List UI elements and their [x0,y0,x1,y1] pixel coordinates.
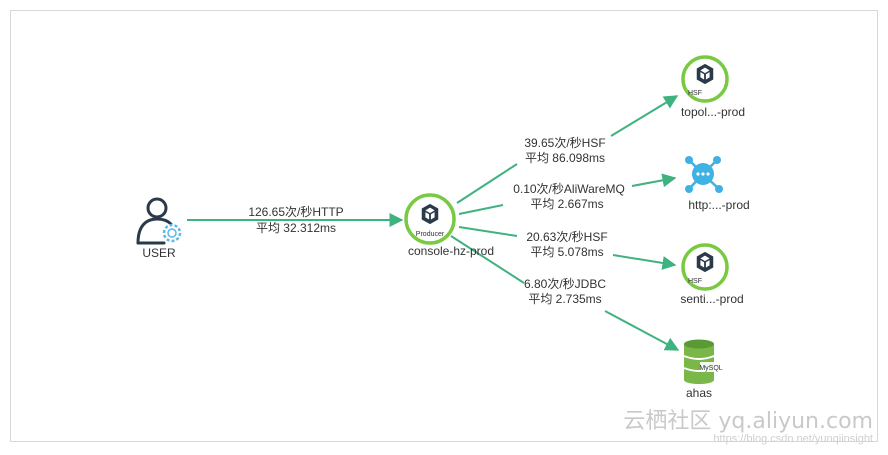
node-label: http:...-prod [688,198,749,212]
edge-console-topol-b[interactable] [610,95,679,137]
watermark-text: 云栖社区 yq.aliyun.com [623,409,873,434]
node-label: USER [142,246,176,260]
edge-console-topol[interactable] [456,163,518,204]
edge-label-avg: 平均 5.078ms [530,245,603,259]
node-label: ahas [686,386,712,400]
node-http-prod[interactable]: http:...-prod [685,156,750,212]
node-badge: MySQL [699,365,722,372]
edge-label-avg: 平均 2.735ms [528,292,601,306]
node-user[interactable]: USER [136,197,182,260]
node-ahas[interactable]: MySQL ahas [683,339,723,401]
node-badge: Producer [416,231,445,238]
edge-label-avg: 平均 32.312ms [256,221,336,235]
edge-label-avg: 平均 86.098ms [525,151,605,165]
node-console-hz-prod[interactable]: Producer console-hz-prod [404,193,494,258]
node-label: senti...-prod [680,292,743,306]
node-badge: HSF [688,90,702,97]
edge-console-ahas[interactable] [450,235,525,284]
database-icon: MySQL [683,339,723,384]
edge-console-ahas-b[interactable] [604,310,680,351]
edge-console-senti[interactable] [458,226,518,237]
node-senti-prod[interactable]: HSF senti...-prod [680,243,744,306]
node-label: topol...-prod [681,105,745,119]
edge-label-avg: 平均 2.667ms [530,197,603,211]
user-icon [136,197,173,245]
edge-console-http-b[interactable] [631,173,677,188]
edge-console-http[interactable] [458,204,504,215]
edge-label-rate: 6.80次/秒JDBC [524,277,606,291]
message-queue-icon [685,156,723,193]
edge-label-rate: 39.65次/秒HSF [524,136,605,150]
node-topol-prod[interactable]: HSF topol...-prod [681,55,745,119]
node-badge: HSF [688,278,702,285]
edge-label-rate: 20.63次/秒HSF [526,230,607,244]
edge-console-senti-b[interactable] [612,254,677,270]
gear-icon [162,223,182,243]
node-label: console-hz-prod [408,244,494,258]
edge-label-rate: 126.65次/秒HTTP [248,205,343,219]
watermark-url: https://blog.csdn.net/yunqiinsight [713,433,873,445]
edge-label-rate: 0.10次/秒AliWareMQ [513,182,625,196]
